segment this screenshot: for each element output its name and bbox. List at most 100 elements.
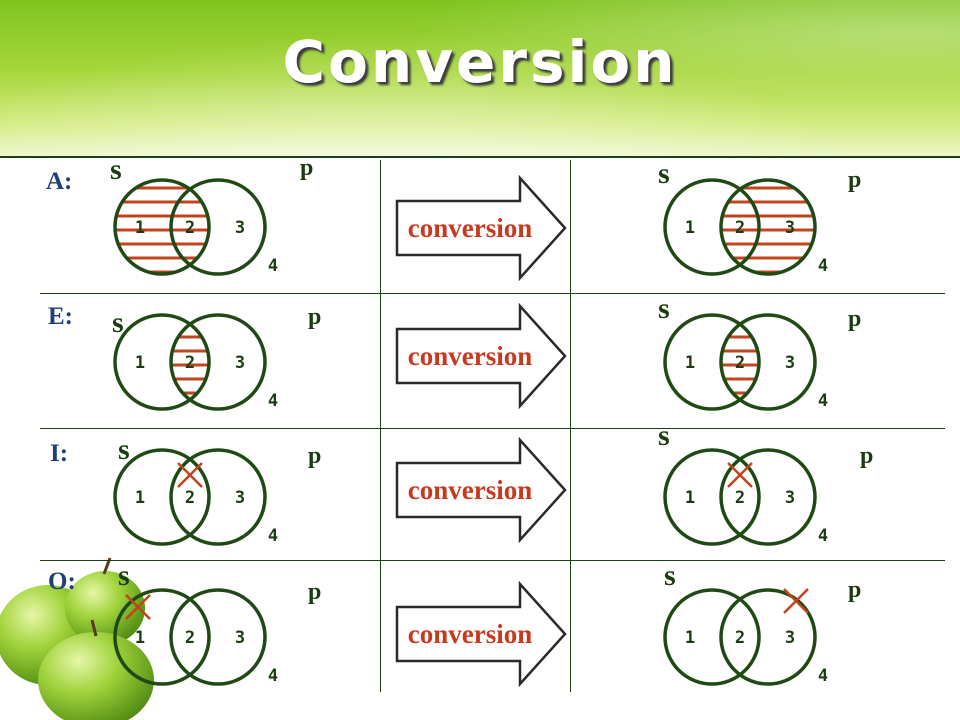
- venn-left-row-1: 1 2 3 4 s p: [70, 153, 313, 276]
- arrow-icon: [395, 174, 567, 282]
- region-label-1: 1: [135, 353, 145, 373]
- arrow-icon: [395, 580, 567, 688]
- region-label-4: 4: [268, 666, 278, 686]
- region-label-1: 1: [135, 218, 145, 238]
- title-banner-glow: [0, 0, 960, 158]
- circle-p: [719, 313, 817, 411]
- venn-right-row-3: 1 2 3 4 s p: [658, 419, 873, 546]
- label-p: p: [848, 577, 861, 603]
- circle-s: [663, 448, 761, 546]
- circle-p: [169, 178, 267, 276]
- label-s: s: [658, 419, 670, 452]
- circle-s: [663, 313, 761, 411]
- conversion-arrow-1: conversion: [395, 174, 567, 282]
- row-divider: [40, 293, 945, 294]
- label-p: p: [860, 443, 873, 469]
- region-label-3: 3: [785, 488, 795, 508]
- arrow-icon: [395, 302, 567, 410]
- row-divider: [40, 428, 945, 429]
- apples-decoration: [0, 557, 154, 720]
- arrow-label: conversion: [408, 213, 533, 243]
- venn-left-row-4: 1 2 3 4 s p: [113, 559, 321, 686]
- apple-icon: [38, 619, 154, 720]
- label-p: p: [308, 579, 321, 605]
- row-label-o: O:: [48, 568, 76, 595]
- arrow-icon: [395, 436, 567, 544]
- region-label-1: 1: [685, 218, 695, 238]
- region-label-4: 4: [818, 391, 828, 411]
- circle-p: [719, 448, 817, 546]
- shading-region-3: [620, 186, 860, 274]
- region-label-3: 3: [235, 488, 245, 508]
- row-label-a: A:: [46, 168, 73, 195]
- region-label-3: 3: [785, 628, 795, 648]
- label-p: p: [848, 306, 861, 332]
- region-label-3: 3: [235, 218, 245, 238]
- circle-s: [113, 448, 211, 546]
- label-s: s: [658, 157, 670, 190]
- label-s: s: [110, 153, 122, 186]
- column-divider: [380, 160, 381, 692]
- existence-mark-icon: [727, 462, 753, 488]
- region-label-2: 2: [735, 628, 745, 648]
- region-label-2: 2: [185, 488, 195, 508]
- region-label-4: 4: [268, 391, 278, 411]
- circle-p: [169, 448, 267, 546]
- circle-p: [169, 313, 267, 411]
- region-label-2: 2: [735, 218, 745, 238]
- region-label-3: 3: [785, 218, 795, 238]
- region-label-2: 2: [185, 218, 195, 238]
- label-p: p: [308, 304, 321, 330]
- circle-s: [663, 178, 761, 276]
- table-top-border: [0, 156, 960, 158]
- conversion-arrow-3: conversion: [395, 436, 567, 544]
- region-label-4: 4: [268, 526, 278, 546]
- row-label-e: E:: [48, 303, 73, 330]
- region-label-2: 2: [185, 353, 195, 373]
- existence-mark-icon: [125, 594, 151, 620]
- region-label-3: 3: [235, 353, 245, 373]
- circle-s: [113, 313, 211, 411]
- venn-right-row-1: 1 2 3 4 s p: [620, 157, 861, 276]
- region-label-1: 1: [685, 353, 695, 373]
- circle-p: [719, 178, 817, 276]
- region-label-2: 2: [735, 353, 745, 373]
- circle-p: [719, 588, 817, 686]
- circle-s: [663, 588, 761, 686]
- arrow-label: conversion: [408, 475, 533, 505]
- arrow-label: conversion: [408, 619, 533, 649]
- circle-p: [169, 588, 267, 686]
- conversion-arrow-4: conversion: [395, 580, 567, 688]
- row-label-i: I:: [50, 440, 69, 467]
- region-label-1: 1: [685, 488, 695, 508]
- region-label-4: 4: [818, 256, 828, 276]
- circle-s: [113, 588, 211, 686]
- region-label-4: 4: [268, 256, 278, 276]
- slide-title: Conversion: [282, 28, 678, 96]
- label-s: s: [118, 559, 130, 592]
- region-label-1: 1: [135, 628, 145, 648]
- region-label-2: 2: [185, 628, 195, 648]
- region-label-1: 1: [685, 628, 695, 648]
- region-label-3: 3: [785, 353, 795, 373]
- column-divider: [570, 160, 571, 692]
- label-p: p: [308, 443, 321, 469]
- label-p: p: [848, 167, 861, 193]
- label-s: s: [118, 433, 130, 466]
- region-label-3: 3: [235, 628, 245, 648]
- existence-mark-icon: [783, 588, 809, 614]
- row-divider: [40, 560, 945, 561]
- label-p: p: [300, 155, 313, 181]
- existence-mark-icon: [177, 462, 203, 488]
- venn-right-row-2: 1 2 3 4 s p: [658, 292, 861, 411]
- arrow-label: conversion: [408, 341, 533, 371]
- conversion-arrow-2: conversion: [395, 302, 567, 410]
- region-label-4: 4: [818, 526, 828, 546]
- region-label-2: 2: [735, 488, 745, 508]
- region-label-4: 4: [818, 666, 828, 686]
- label-s: s: [658, 292, 670, 325]
